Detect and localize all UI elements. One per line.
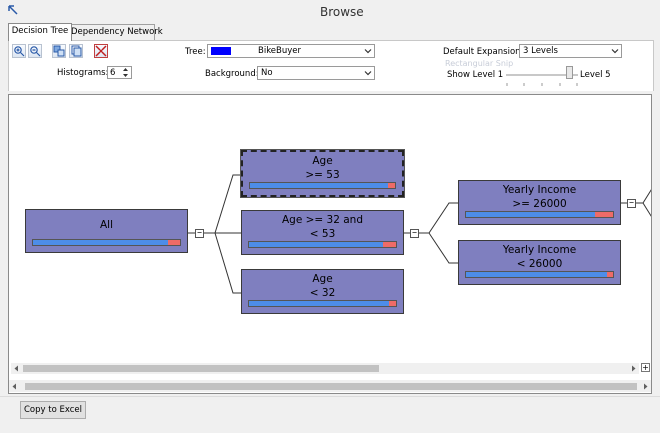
outer-scroll-left-icon[interactable] [11, 383, 18, 390]
default-expansion-value: 3 Levels [523, 46, 558, 56]
scroll-left-icon[interactable] [13, 365, 20, 372]
spinner-arrows-icon[interactable] [122, 67, 129, 78]
title-bar [0, 0, 660, 24]
collapse-all-node-icon[interactable]: − [195, 229, 204, 238]
background-select[interactable]: No [257, 66, 375, 80]
node-condition: < 26000 [516, 258, 563, 270]
tab-decision-tree[interactable]: Decision Tree [8, 23, 72, 41]
histograms-value: 6 [110, 68, 116, 78]
scroll-right-icon[interactable] [630, 365, 637, 372]
zoom-out-icon[interactable] [28, 44, 42, 58]
copy-to-excel-button[interactable]: Copy to Excel [20, 401, 86, 419]
size-to-fit-icon[interactable] [52, 44, 66, 58]
node-label: Age [312, 273, 333, 285]
histograms-spinner[interactable]: 6 [107, 66, 132, 79]
collapse-income-node-icon[interactable]: − [627, 199, 636, 208]
node-histogram [249, 182, 396, 189]
tree-select-value: BikeBuyer [258, 46, 302, 56]
window-title: Browse [320, 5, 364, 19]
level-slider-thumb[interactable] [566, 66, 573, 79]
level-max-label: Level 5 [580, 70, 611, 80]
default-expansion-select[interactable]: 3 Levels [519, 44, 622, 58]
tree-node-age-ge-53[interactable]: Age >= 53 [240, 149, 405, 198]
node-histogram [465, 271, 614, 278]
node-condition: >= 53 [305, 169, 340, 181]
outer-scroll-right-icon[interactable] [642, 383, 649, 390]
histograms-label: Histograms: [57, 68, 109, 78]
navigator-plus-icon[interactable]: + [641, 363, 650, 372]
tree-canvas[interactable]: All Age >= 53 Age >= 32 and < 53 Age < 32 Y… [8, 94, 652, 394]
node-condition: >= 26000 [512, 198, 567, 210]
node-histogram [32, 239, 181, 246]
node-label: Yearly Income [502, 244, 577, 256]
chevron-down-icon [611, 49, 619, 54]
outer-horizontal-scrollbar[interactable] [9, 380, 651, 392]
node-histogram [465, 211, 614, 218]
tree-node-income-ge-26000[interactable]: Yearly Income >= 26000 [458, 180, 621, 225]
inner-scrollbar-thumb[interactable] [23, 365, 379, 372]
level-slider-ticks [506, 79, 578, 86]
tree-label: Tree: [185, 47, 206, 57]
show-level-label: Show Level 1 [447, 70, 504, 80]
ghost-tooltip: Rectangular Snip [445, 59, 514, 68]
footer-bar [0, 396, 660, 433]
background-select-value: No [261, 68, 273, 78]
node-label: Yearly Income [502, 184, 577, 196]
tree-node-income-lt-26000[interactable]: Yearly Income < 26000 [458, 240, 621, 285]
expand-all-icon[interactable] [94, 44, 108, 58]
tree-node-all[interactable]: All [25, 209, 188, 253]
default-expansion-label: Default Expansion: [443, 47, 524, 57]
toolbar: Histograms: 6 Tree: BikeBuyer Background… [8, 40, 654, 91]
chevron-down-icon [364, 49, 372, 54]
level-slider-track[interactable] [506, 74, 578, 76]
node-histogram [248, 300, 397, 307]
node-label: Age >= 32 and [281, 214, 364, 226]
copy-graph-icon[interactable] [69, 44, 83, 58]
node-label: All [99, 219, 114, 231]
node-condition: < 53 [309, 228, 336, 240]
tree-node-age-lt-32[interactable]: Age < 32 [241, 269, 404, 314]
outer-scrollbar-thumb[interactable] [25, 383, 637, 390]
back-arrow-icon[interactable] [6, 3, 20, 17]
node-histogram [248, 241, 397, 248]
tree-connectors [188, 174, 651, 294]
tree-color-swatch [211, 47, 231, 55]
node-label: Age [312, 155, 333, 167]
tree-node-age-32-53[interactable]: Age >= 32 and < 53 [241, 210, 404, 255]
tree-select[interactable]: BikeBuyer [207, 44, 375, 58]
collapse-age-node-icon[interactable]: − [410, 229, 419, 238]
node-condition: < 32 [309, 287, 336, 299]
chevron-down-icon [364, 71, 372, 76]
background-label: Background: [205, 69, 259, 79]
inner-horizontal-scrollbar[interactable] [11, 363, 639, 374]
zoom-in-icon[interactable] [12, 44, 26, 58]
tab-dependency-network[interactable]: Dependency Network [70, 24, 163, 40]
